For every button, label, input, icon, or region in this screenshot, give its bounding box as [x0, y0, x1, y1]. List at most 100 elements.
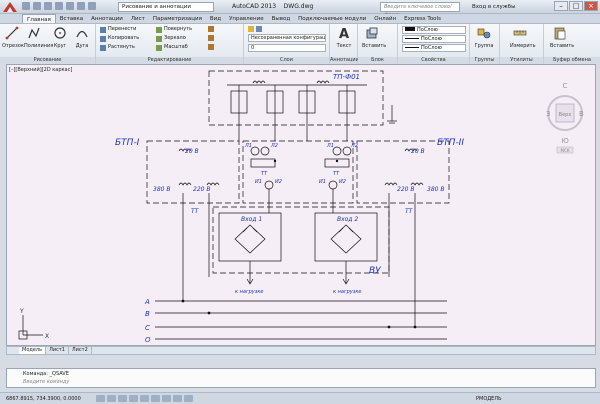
tab-output[interactable]: Вывод: [271, 16, 291, 22]
tab-annotate[interactable]: Аннотации: [91, 16, 123, 22]
lineweight-toggle-icon[interactable]: [184, 395, 193, 402]
close-button[interactable]: ×: [584, 1, 598, 11]
bus-o-label: О: [145, 336, 151, 344]
panel-block: Вставить Блок: [358, 24, 398, 64]
viewcube-south[interactable]: Ю: [561, 137, 569, 145]
color-select[interactable]: ПоСлою: [402, 26, 466, 34]
linetype-sample-icon: [405, 38, 419, 39]
insert-block-button[interactable]: Вставить: [362, 26, 386, 49]
electrical-schematic[interactable]: ТП-Ф01 БТП-I БТП-II 20 В 20 В 380 В 220 …: [7, 65, 547, 347]
line-button[interactable]: Отрезок: [2, 26, 24, 49]
rotate-button[interactable]: Повернуть: [156, 26, 192, 33]
help-search-input[interactable]: Введите ключевое слово/фразу: [380, 2, 460, 18]
snap-toggle-icon[interactable]: [96, 395, 105, 402]
save-as-icon[interactable]: [55, 2, 63, 10]
trim-button[interactable]: [208, 26, 214, 32]
polar-toggle-icon[interactable]: [129, 395, 138, 402]
mirror-button[interactable]: Зеркало: [156, 35, 186, 42]
viewcube[interactable]: Верх С З В Ю МСК: [545, 71, 585, 155]
linetype-value: ПоСлою: [421, 36, 442, 42]
circle-button[interactable]: Круг: [50, 26, 70, 49]
ortho-toggle-icon[interactable]: [118, 395, 127, 402]
ducs-toggle-icon[interactable]: [162, 395, 171, 402]
save-icon[interactable]: [44, 2, 52, 10]
viewcube-north[interactable]: С: [563, 82, 568, 90]
tab-sheet2[interactable]: Лист2: [69, 347, 92, 354]
lineweight-select[interactable]: ПоСлою: [402, 44, 466, 52]
viewport-controls[interactable]: [–][Верхний][2D каркас]: [9, 67, 73, 73]
viewcube-face[interactable]: [555, 103, 575, 123]
modify-panel-title[interactable]: Редактирование: [96, 57, 243, 64]
coordinate-readout[interactable]: 6867.8915, 734.3900, 0.0000: [6, 396, 81, 402]
clipboard-panel-title[interactable]: Буфер обмена: [544, 57, 600, 64]
array-button[interactable]: [208, 44, 214, 50]
new-file-icon[interactable]: [22, 2, 30, 10]
otrack-toggle-icon[interactable]: [151, 395, 160, 402]
load1-label: к нагрузке: [235, 289, 263, 295]
model-space-toggle[interactable]: РМОДЕЛЬ: [476, 396, 502, 402]
layer-properties-button[interactable]: [248, 26, 262, 32]
plot-icon[interactable]: [66, 2, 74, 10]
sign-in-button[interactable]: Вход в службы: [472, 4, 516, 10]
draw-panel-title[interactable]: Рисование: [0, 57, 95, 64]
workspace-select[interactable]: Рисование и аннотации: [118, 2, 214, 12]
group-button[interactable]: Группа: [474, 26, 494, 49]
mirror-label: Зеркало: [164, 35, 186, 41]
tab-sheet1[interactable]: Лист1: [46, 347, 69, 354]
linetype-select[interactable]: ПоСлою: [402, 35, 466, 43]
panel-properties: ПоСлою ПоСлою ПоСлою Свойства: [398, 24, 470, 64]
scale-button[interactable]: Масштаб: [156, 44, 188, 51]
tab-layout[interactable]: Лист: [130, 16, 145, 22]
tab-parametric[interactable]: Параметризация: [152, 16, 202, 22]
utilities-panel-title[interactable]: Утилиты: [500, 57, 543, 64]
maximize-button[interactable]: □: [569, 1, 583, 11]
copy-button[interactable]: Копировать: [100, 35, 139, 42]
tab-view[interactable]: Вид: [209, 16, 222, 22]
tab-plugins[interactable]: Подключаемые модули: [298, 16, 367, 22]
arc-button[interactable]: Дуга: [72, 26, 92, 49]
tab-model[interactable]: Модель: [19, 347, 47, 354]
tab-manage[interactable]: Управление: [229, 16, 264, 22]
groups-panel-title[interactable]: Группы: [470, 57, 499, 64]
viewcube-west[interactable]: З: [546, 110, 551, 118]
measure-button[interactable]: Измерить: [510, 26, 536, 49]
redo-icon[interactable]: [88, 2, 96, 10]
annotation-panel-title[interactable]: Аннотации: [330, 57, 359, 64]
tab-home[interactable]: Главная: [22, 14, 56, 23]
autocad-logo-icon[interactable]: [2, 1, 18, 13]
layer-state-select[interactable]: Несохраненная конфигурация сло: [248, 34, 326, 42]
panel-layers: Несохраненная конфигурация сло 0 Слои: [244, 24, 330, 64]
paste-button[interactable]: Вставить: [550, 26, 574, 49]
fillet-button[interactable]: [208, 35, 214, 41]
viewcube-east[interactable]: В: [579, 110, 584, 118]
block-panel-title[interactable]: Блок: [358, 57, 397, 64]
osnap-toggle-icon[interactable]: [140, 395, 149, 402]
wcs-menu[interactable]: МСК: [560, 148, 569, 153]
minimize-button[interactable]: –: [554, 1, 568, 11]
tr-left-label: ТТ: [191, 208, 200, 215]
layers-panel-title[interactable]: Слои: [244, 57, 329, 64]
polyline-icon: [28, 27, 40, 39]
drafting-toggles: [96, 395, 193, 402]
command-input[interactable]: Введите команду: [23, 379, 70, 385]
tab-insert[interactable]: Вставка: [59, 16, 84, 22]
drawing-canvas[interactable]: [–][Верхний][2D каркас] Верх С З В Ю МСК: [6, 64, 596, 346]
dyn-toggle-icon[interactable]: [173, 395, 182, 402]
ribbon-tabs: Главная Вставка Аннотации Лист Параметри…: [0, 14, 600, 24]
i1-right-label: И1: [319, 179, 326, 185]
measure-icon: [513, 30, 527, 36]
current-layer-select[interactable]: 0: [248, 44, 326, 52]
circle-icon: [54, 27, 66, 39]
tab-express-tools[interactable]: Express Tools: [404, 16, 441, 22]
fillet-icon: [208, 35, 214, 41]
tab-online[interactable]: Онлайн: [374, 16, 397, 22]
properties-panel-title[interactable]: Свойства: [398, 57, 469, 64]
undo-icon[interactable]: [77, 2, 85, 10]
viewcube-face-label: Верх: [559, 112, 572, 118]
stretch-button[interactable]: Растянуть: [100, 44, 135, 51]
text-button[interactable]: A Текст: [334, 26, 354, 49]
grid-toggle-icon[interactable]: [107, 395, 116, 402]
move-button[interactable]: Перенести: [100, 26, 136, 33]
polyline-button[interactable]: Полилиния: [24, 26, 53, 49]
open-file-icon[interactable]: [33, 2, 41, 10]
